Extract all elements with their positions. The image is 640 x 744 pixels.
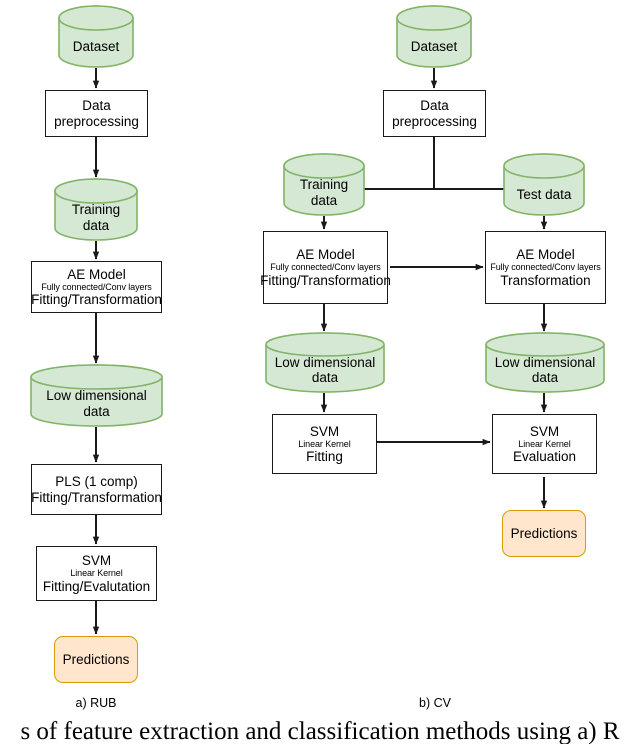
panel-b-low-dim-data-train-line1: Low dimensional: [274, 354, 376, 370]
panel-a-pls-box: PLS (1 comp) Fitting/Transformation: [31, 464, 162, 515]
panel-a-training-data-line2: data: [82, 217, 110, 233]
panel-a-caption: a) RUB: [36, 696, 156, 710]
panel-b-ae-model-train-title: AE Model: [296, 247, 355, 263]
panel-a-training-data-line1: Training: [71, 202, 121, 218]
panel-b-ae-model-test-title: AE Model: [516, 247, 575, 263]
panel-b-ae-model-train-action: Fitting/Transformation: [260, 272, 391, 288]
panel-a-low-dim-data: Low dimensional data: [30, 364, 163, 427]
panel-b-ae-model-train-subtitle: Fully connected/Conv layers: [270, 262, 381, 273]
panel-b-ae-model-test-subtitle: Fully connected/Conv layers: [490, 262, 601, 273]
panel-b-svm-test-title: SVM: [529, 423, 560, 439]
panel-b-caption: b) CV: [375, 696, 495, 710]
panel-a-svm-subtitle: Linear Kernel: [70, 568, 123, 579]
panel-b-ae-model-test-action: Transformation: [500, 272, 591, 288]
panel-b-dataset: Dataset: [396, 5, 472, 68]
panel-b-preprocessing-line1: Data: [420, 98, 449, 114]
panel-b-svm-test-action: Evaluation: [512, 449, 577, 465]
panel-b-low-dim-data-train-line2: data: [311, 370, 339, 385]
panel-a-pls-action: Fitting/Transformation: [31, 489, 162, 505]
panel-b-dataset-label: Dataset: [410, 39, 458, 55]
panel-b-test-data: Test data: [503, 153, 585, 216]
figure-caption-text: s of feature extraction and classificati…: [20, 718, 620, 744]
cylinder-shape: [54, 178, 138, 241]
cylinder-shape: [283, 153, 365, 216]
panel-b-caption-label: b) CV: [419, 696, 451, 710]
panel-b-svm-test-subtitle: Linear Kernel: [518, 438, 571, 449]
panel-b-low-dim-data-test: Low dimensional data: [485, 332, 605, 393]
panel-a-ae-model-box: AE Model Fully connected/Conv layers Fit…: [31, 261, 162, 313]
panel-b-test-data-label: Test data: [516, 187, 572, 203]
panel-a-dataset: Dataset: [58, 5, 134, 68]
panel-a-svm-title: SVM: [81, 553, 112, 569]
cylinder-shape: [485, 332, 605, 393]
panel-b-low-dim-data-test-line2: data: [531, 370, 559, 385]
panel-b-training-data-line2: data: [310, 192, 338, 208]
panel-a-ae-model-action: Fitting/Transformation: [31, 292, 162, 308]
panel-a-ae-model-subtitle: Fully connected/Conv layers: [41, 281, 152, 292]
panel-a-low-dim-data-line2: data: [83, 403, 110, 419]
panel-b-predictions-label: Predictions: [510, 525, 578, 541]
panel-b-svm-train-action: Fitting: [306, 449, 343, 465]
panel-a-preprocessing-line2: preprocessing: [54, 113, 139, 129]
panel-a-caption-label: a) RUB: [75, 696, 117, 710]
cylinder-shape: [265, 332, 385, 393]
panel-a-dataset-label: Dataset: [72, 39, 120, 55]
cylinder-shape: [503, 153, 585, 216]
panel-b-svm-train-box: SVM Linear Kernel Fitting: [272, 414, 377, 474]
cylinder-shape: [58, 5, 134, 68]
panel-a-svm-action: Fitting/Evalutation: [42, 578, 151, 594]
panel-b-svm-train-title: SVM: [309, 423, 340, 439]
panel-a-predictions-label: Predictions: [62, 651, 130, 667]
panel-a-predictions-box: Predictions: [54, 636, 138, 683]
figure-caption-partial: s of feature extraction and classificati…: [0, 718, 640, 744]
panel-a-training-data: Training data: [54, 178, 138, 241]
panel-b-training-data: Training data: [283, 153, 365, 216]
panel-a-preprocessing-line1: Data: [82, 98, 111, 114]
panel-b-training-data-line1: Training: [299, 177, 349, 193]
panel-b-preprocessing-line2: preprocessing: [392, 113, 477, 129]
cylinder-shape: [30, 364, 163, 427]
panel-a-preprocessing-box: Data preprocessing: [45, 90, 148, 137]
panel-b-preprocessing-box: Data preprocessing: [383, 90, 486, 137]
cylinder-shape: [396, 5, 472, 68]
panel-a-pls-title: PLS (1 comp): [55, 474, 138, 490]
panel-a-svm-box: SVM Linear Kernel Fitting/Evalutation: [36, 546, 157, 601]
panel-b-low-dim-data-train: Low dimensional data: [265, 332, 385, 393]
panel-b-ae-model-train-box: AE Model Fully connected/Conv layers Fit…: [260, 231, 391, 304]
panel-b-svm-test-box: SVM Linear Kernel Evaluation: [492, 414, 597, 474]
panel-b-low-dim-data-test-line1: Low dimensional: [494, 354, 596, 370]
panel-a-ae-model-title: AE Model: [67, 266, 126, 282]
panel-b-svm-train-subtitle: Linear Kernel: [298, 438, 351, 449]
panel-b-ae-model-test-box: AE Model Fully connected/Conv layers Tra…: [485, 231, 606, 304]
panel-b-predictions-box: Predictions: [502, 510, 586, 557]
panel-a-low-dim-data-line1: Low dimensional: [46, 388, 147, 404]
